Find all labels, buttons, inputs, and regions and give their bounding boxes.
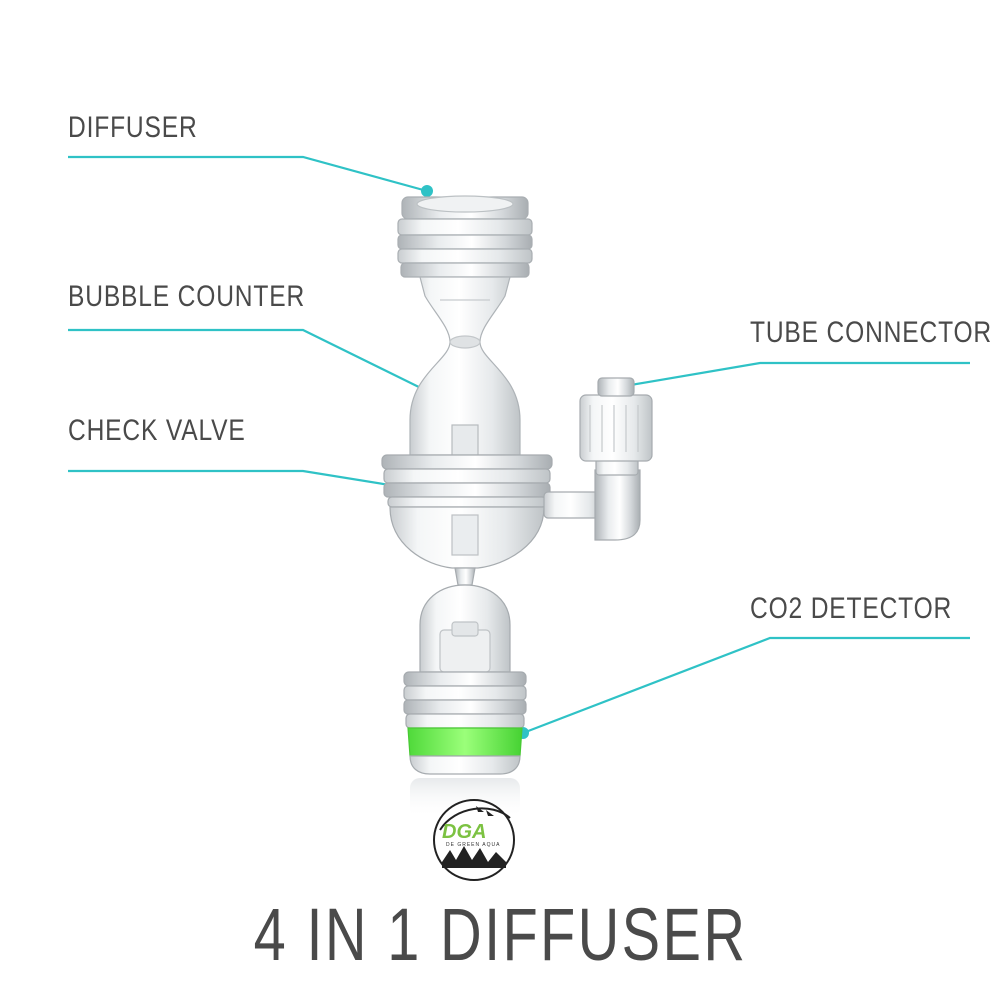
check-valve (381, 454, 553, 586)
logo-emblem (433, 799, 515, 881)
callout-co2-detector (522, 636, 970, 735)
bubble-counter-body (409, 276, 521, 456)
co2-detector (403, 584, 527, 775)
diffuser-cap (397, 195, 533, 278)
label-co2-detector: CO2 DETECTOR (750, 592, 953, 625)
label-bubble-counter: BUBBLE COUNTER (68, 280, 306, 313)
logo-mark: DGA (442, 821, 487, 843)
tube-connector (543, 377, 653, 541)
callout-bubble-counter (68, 328, 432, 394)
label-diffuser: DIFFUSER (68, 111, 198, 144)
label-check-valve: CHECK VALVE (68, 414, 246, 447)
logo-tagline: DE GREEN AQUA (446, 842, 501, 848)
callout-diffuser (68, 155, 428, 193)
callout-tube-connector (624, 361, 970, 388)
callout-lines (68, 155, 970, 735)
label-tube-connector: TUBE CONNECTOR (750, 316, 993, 349)
callout-check-valve (68, 469, 434, 494)
page-title: 4 IN 1 DIFFUSER (0, 898, 1000, 972)
page-title-text: 4 IN 1 DIFFUSER (253, 893, 747, 976)
